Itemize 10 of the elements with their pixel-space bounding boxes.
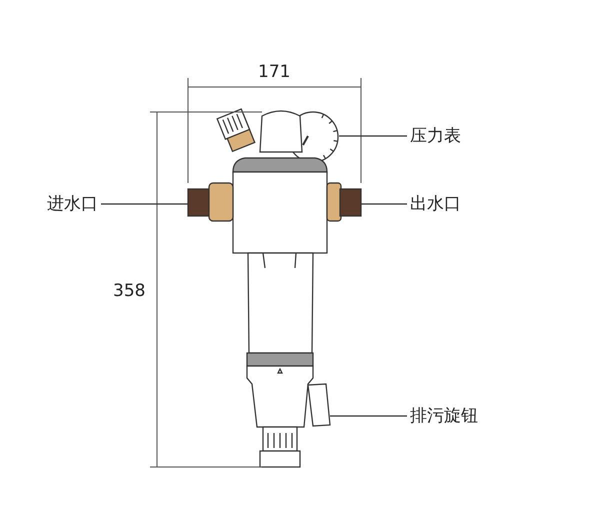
leader-line (101, 203, 188, 205)
callout-label: 进水口 (47, 194, 98, 214)
callout-label: 出水口 (410, 194, 461, 214)
callout-label: 压力表 (410, 126, 461, 146)
callout-label: 排污旋钮 (410, 406, 478, 426)
dimension-label: 358 (113, 281, 146, 301)
dimension-label: 171 (258, 62, 290, 82)
leader-line (361, 203, 407, 205)
leader-line (330, 415, 407, 417)
leader-line (339, 135, 407, 137)
